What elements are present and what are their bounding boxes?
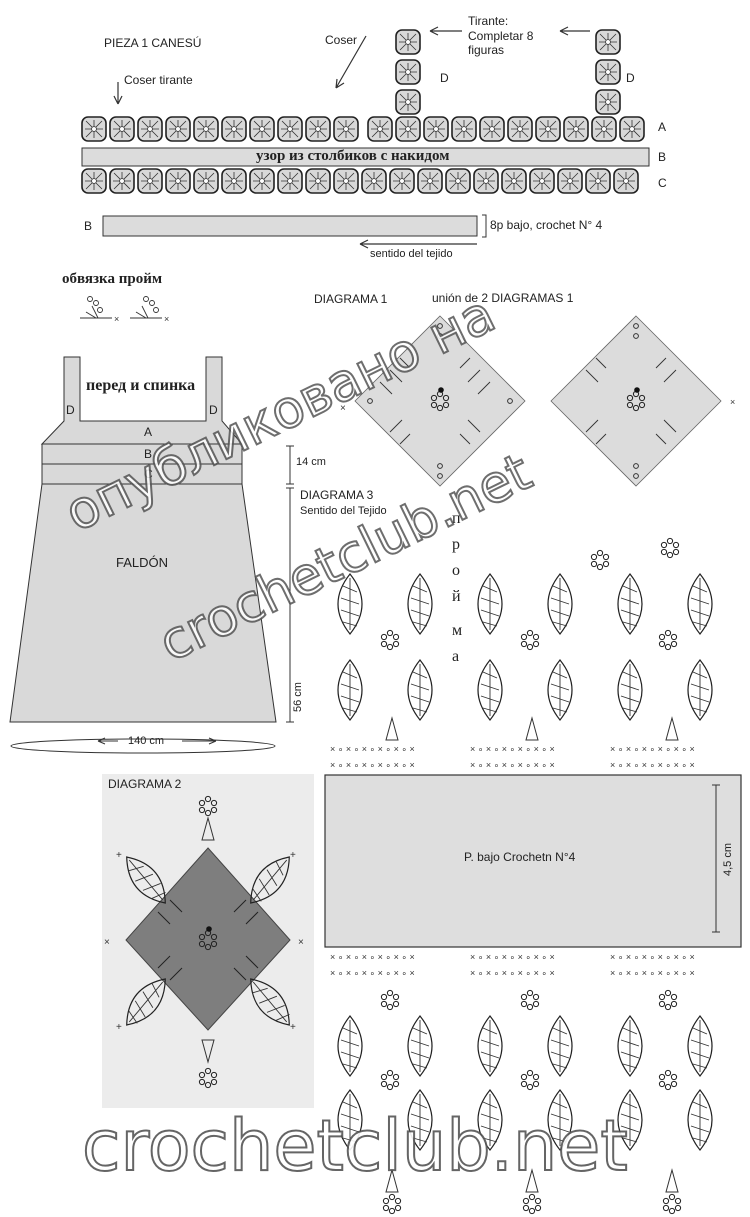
strap-d-right: D [626, 71, 635, 85]
yoke-motif-row-a [81, 116, 645, 142]
dim-14-line [286, 445, 294, 485]
svg-text:+: + [116, 850, 122, 861]
strip-b-label: B [84, 219, 93, 233]
hem-ellipse [10, 738, 276, 754]
dress-d-left: D [66, 403, 75, 417]
diagram3-lace-bottom [330, 952, 713, 1215]
band-strip [102, 215, 478, 237]
diagram1-motif-right: × [550, 315, 735, 487]
sew-arrow [335, 35, 367, 89]
strap-note-line-3: figuras [468, 43, 505, 57]
dress-b: B [144, 447, 153, 461]
dress-c: C [144, 467, 153, 481]
diagram3-title: DIAGRAMA 3 [300, 488, 374, 502]
band-height-bracket [482, 214, 487, 238]
svg-text:×: × [298, 937, 304, 948]
band-note: 8p bajo, crochet N° 4 [490, 218, 603, 232]
dim-140-arrows [97, 737, 217, 745]
panel-dim-line [712, 784, 720, 933]
vertical-word-6: а [452, 648, 460, 665]
yoke-title: PIEZA 1 CANESÚ [104, 36, 202, 50]
dim-140: 140 cm [128, 735, 165, 747]
panel-dim: 4,5 cm [722, 842, 734, 876]
strap-d-left: D [440, 71, 449, 85]
vertical-word-3: о [452, 562, 460, 579]
direction-arrow [359, 239, 477, 249]
armhole-edging-symbols: × × [80, 296, 169, 324]
svg-text:×: × [114, 314, 119, 324]
vertical-word-1: п [452, 510, 461, 527]
armhole-title: обвязка пройм [62, 271, 163, 287]
dress-a: A [144, 425, 153, 439]
dress-caption: перед и спинка [86, 377, 196, 394]
svg-text:+: + [290, 850, 296, 861]
row-label-a: A [658, 120, 667, 134]
dress-d-right: D [209, 403, 218, 417]
diagram1-motif-left [354, 315, 526, 487]
yoke-band-b [81, 147, 650, 167]
svg-text:+: + [116, 1022, 122, 1033]
dim-56-line [286, 487, 294, 723]
dim-14: 14 cm [296, 456, 326, 468]
diagram2-motif: × × + + + + [104, 795, 304, 1089]
diagram2-title: DIAGRAMA 2 [108, 777, 182, 791]
strap-arrow-left [429, 26, 462, 36]
diagram1-title: DIAGRAMA 1 [314, 292, 388, 306]
band-text: узор из столбиков с накидом [256, 148, 450, 164]
strap-note-line-2: Completar 8 [468, 29, 534, 43]
sew-label: Coser [325, 33, 358, 47]
vertical-word-2: р [452, 536, 460, 553]
diagram3-direction: Sentido del Tejido [300, 505, 387, 517]
crochet-panel [324, 774, 742, 948]
row-label-b: B [658, 150, 667, 164]
skirt-label: FALDÓN [116, 555, 169, 570]
watermark-bottom: crochetclub.net [81, 1104, 629, 1188]
dim-56: 56 cm [292, 682, 304, 712]
dress-schematic [9, 356, 277, 723]
direction-label: sentido del tejido [370, 248, 453, 260]
svg-text:×: × [730, 397, 735, 407]
vertical-word-4: й [452, 588, 461, 605]
strap-note-line-1: Tirante: [468, 14, 509, 28]
sew-strap-arrow [113, 82, 123, 105]
sew-strap-label: Coser tirante [124, 73, 193, 87]
diagram1-union: unión de 2 DIAGRAMAS 1 [432, 291, 574, 305]
panel-label: P. bajo Crochetn N°4 [464, 850, 576, 864]
strap-arrow-right [559, 26, 590, 36]
yoke-motif-row-c [81, 168, 639, 194]
svg-text:×: × [104, 937, 110, 948]
row-label-c: C [658, 176, 667, 190]
diagram1-x-mark: × [340, 403, 346, 414]
diagram3-lace-top [330, 537, 713, 770]
vertical-word-5: м [452, 622, 463, 639]
svg-text:+: + [290, 1022, 296, 1033]
svg-text:×: × [164, 314, 169, 324]
